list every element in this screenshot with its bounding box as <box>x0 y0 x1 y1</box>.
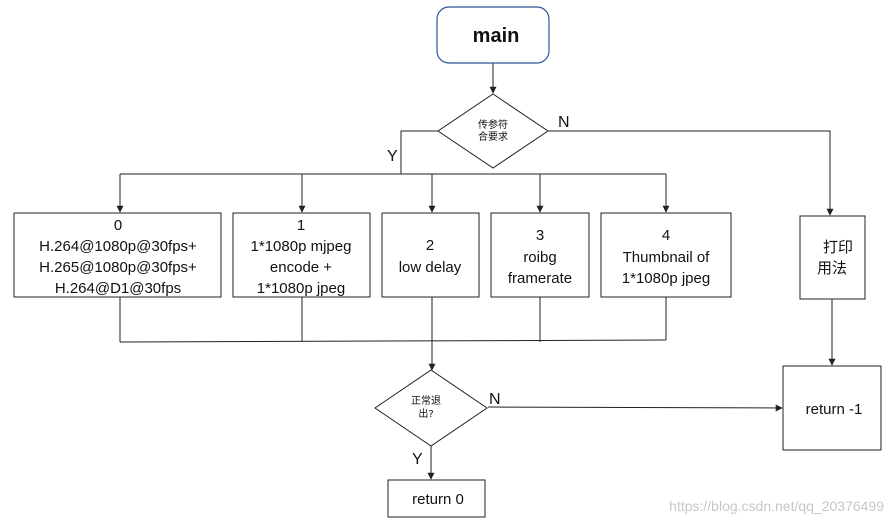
case-0-node: 0 H.264@1080p@30fps+ H.265@1080p@30fps+ … <box>13 212 222 298</box>
line-params-yes <box>400 130 438 174</box>
edge-label-exit-yes: Y <box>412 451 423 468</box>
start-node-shape <box>436 6 550 64</box>
case-4-node: 4 Thumbnail of 1*1080p jpeg <box>600 212 732 298</box>
return-err-node: return -1 <box>782 365 882 451</box>
edge-label-exit-no: N <box>489 391 501 408</box>
edge-label-params-yes: Y <box>387 148 398 165</box>
arrow-params-no-to-usage <box>548 130 834 216</box>
decision-params-line-2: 合要求 <box>478 130 508 143</box>
case-2-node: 2 low delay <box>381 212 480 298</box>
case-3-line-2: roibg <box>523 249 556 266</box>
usage-line-1: 打印 <box>823 238 853 256</box>
case-3-line-3: framerate <box>508 270 572 287</box>
start-node-label: main <box>473 25 520 47</box>
case-1-line-1: 1 <box>297 217 305 234</box>
case-2-line-2: low delay <box>399 259 462 276</box>
decision-params-shape <box>437 93 549 169</box>
decision-exit: 正常退 出? <box>374 369 488 447</box>
return-err-label: return -1 <box>806 401 863 418</box>
case-0-shape <box>13 212 222 298</box>
case-1-node: 1 1*1080p mjpeg encode + 1*1080p jpeg <box>232 212 371 298</box>
return-ok-shape <box>387 479 486 518</box>
return-ok-label: return 0 <box>412 491 464 508</box>
case-4-line-3: 1*1080p jpeg <box>622 270 710 287</box>
decision-exit-line-1: 正常退 <box>411 394 441 407</box>
case-0-line-4: H.264@D1@30fps <box>55 280 181 297</box>
connector-lines <box>116 63 836 480</box>
merge-bus-line <box>119 339 667 343</box>
case-1-line-3: encode + <box>270 259 332 276</box>
case-0-line-2: H.264@1080p@30fps+ <box>39 238 197 255</box>
case-2-line-1: 2 <box>426 237 434 254</box>
decision-exit-line-2: 出? <box>418 407 433 420</box>
return-ok-node: return 0 <box>387 479 486 518</box>
case-2-shape <box>381 212 480 298</box>
case-3-shape <box>490 212 590 298</box>
arrow-exit-no-to-return-err <box>487 404 783 412</box>
case-3-line-1: 3 <box>536 227 544 244</box>
case-4-shape <box>600 212 732 298</box>
watermark-text: https://blog.csdn.net/qq_20376499 <box>669 498 884 514</box>
case-0-line-1: 0 <box>114 217 122 234</box>
edge-label-params-no: N <box>558 114 570 131</box>
case-3-node: 3 roibg framerate <box>490 212 590 298</box>
usage-line-2: 用法 <box>817 259 847 277</box>
decision-params: 传参符 合要求 <box>437 93 549 169</box>
case-0-line-3: H.265@1080p@30fps+ <box>39 259 197 276</box>
decision-exit-shape <box>374 369 488 447</box>
return-err-shape <box>782 365 882 451</box>
case-4-line-1: 4 <box>662 227 670 244</box>
case-1-line-4: 1*1080p jpeg <box>257 280 345 297</box>
usage-shape <box>799 215 866 300</box>
start-node: main <box>436 6 550 64</box>
case-1-line-2: 1*1080p mjpeg <box>251 238 352 255</box>
case-4-line-2: Thumbnail of <box>623 249 711 266</box>
usage-node: 打印 用法 <box>799 215 866 300</box>
decision-params-line-1: 传参符 <box>478 118 508 131</box>
case-1-shape <box>232 212 371 298</box>
